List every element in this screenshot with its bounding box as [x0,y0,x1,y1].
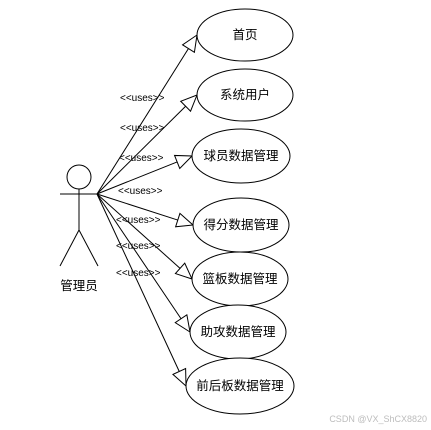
association-line-2 [96,105,186,195]
association-line-3 [96,161,178,195]
actor-label: 管理员 [60,278,98,293]
use-case-label: 系统用户 [220,87,270,102]
association-line-6 [96,193,182,320]
uses-label-6: <<uses>> [116,241,161,252]
use-case-label: 首页 [232,27,257,42]
association-edges [96,33,198,388]
use-case-label: 篮板数据管理 [202,271,278,286]
open-arrowhead-2 [179,94,198,113]
use-case-assist-data: 助攻数据管理 [189,304,287,360]
use-case-rebound-data: 篮板数据管理 [191,251,289,307]
use-case-player-data: 球员数据管理 [191,128,291,184]
uses-label-3: <<uses>> [119,153,164,164]
open-arrowhead-4 [174,212,195,228]
use-case-label: 球员数据管理 [203,148,279,163]
uses-label-5: <<uses>> [116,215,161,226]
uses-labels: <<uses>> <<uses>> <<uses>> <<uses>> <<us… [116,93,165,279]
open-arrowhead-1 [181,33,198,54]
use-case-home: 首页 [196,8,294,62]
use-cases: 首页 系统用户 球员数据管理 得分数据管理 篮板数据管理 助攻数据管理 前后板数… [185,8,295,415]
association-line-5 [96,193,181,269]
uses-label-1: <<uses>> [120,93,165,104]
uses-label-7: <<uses>> [116,268,161,279]
use-case-system-users: 系统用户 [196,68,294,122]
association-line-1 [96,48,189,195]
actor-right-leg [78,229,99,267]
association-line-4 [96,193,178,221]
use-case-label: 助攻数据管理 [200,324,276,339]
open-arrowhead-7 [172,367,187,388]
use-case-score-data: 得分数据管理 [192,197,290,253]
uses-label-4: <<uses>> [118,186,163,197]
association-line-7 [96,193,180,372]
watermark: CSDN @VX_ShCX8820 [329,414,427,424]
use-case-front-back-board-data: 前后板数据管理 [185,357,295,415]
open-arrowhead-6 [174,313,191,334]
open-arrowhead-3 [173,154,194,170]
use-case-label: 得分数据管理 [203,217,279,232]
actor-figure [59,164,99,267]
open-arrowhead-5 [174,262,193,280]
uses-label-2: <<uses>> [120,123,165,134]
use-case-label: 前后板数据管理 [196,378,284,393]
actor-head [66,164,92,190]
actor-left-leg [59,229,80,267]
